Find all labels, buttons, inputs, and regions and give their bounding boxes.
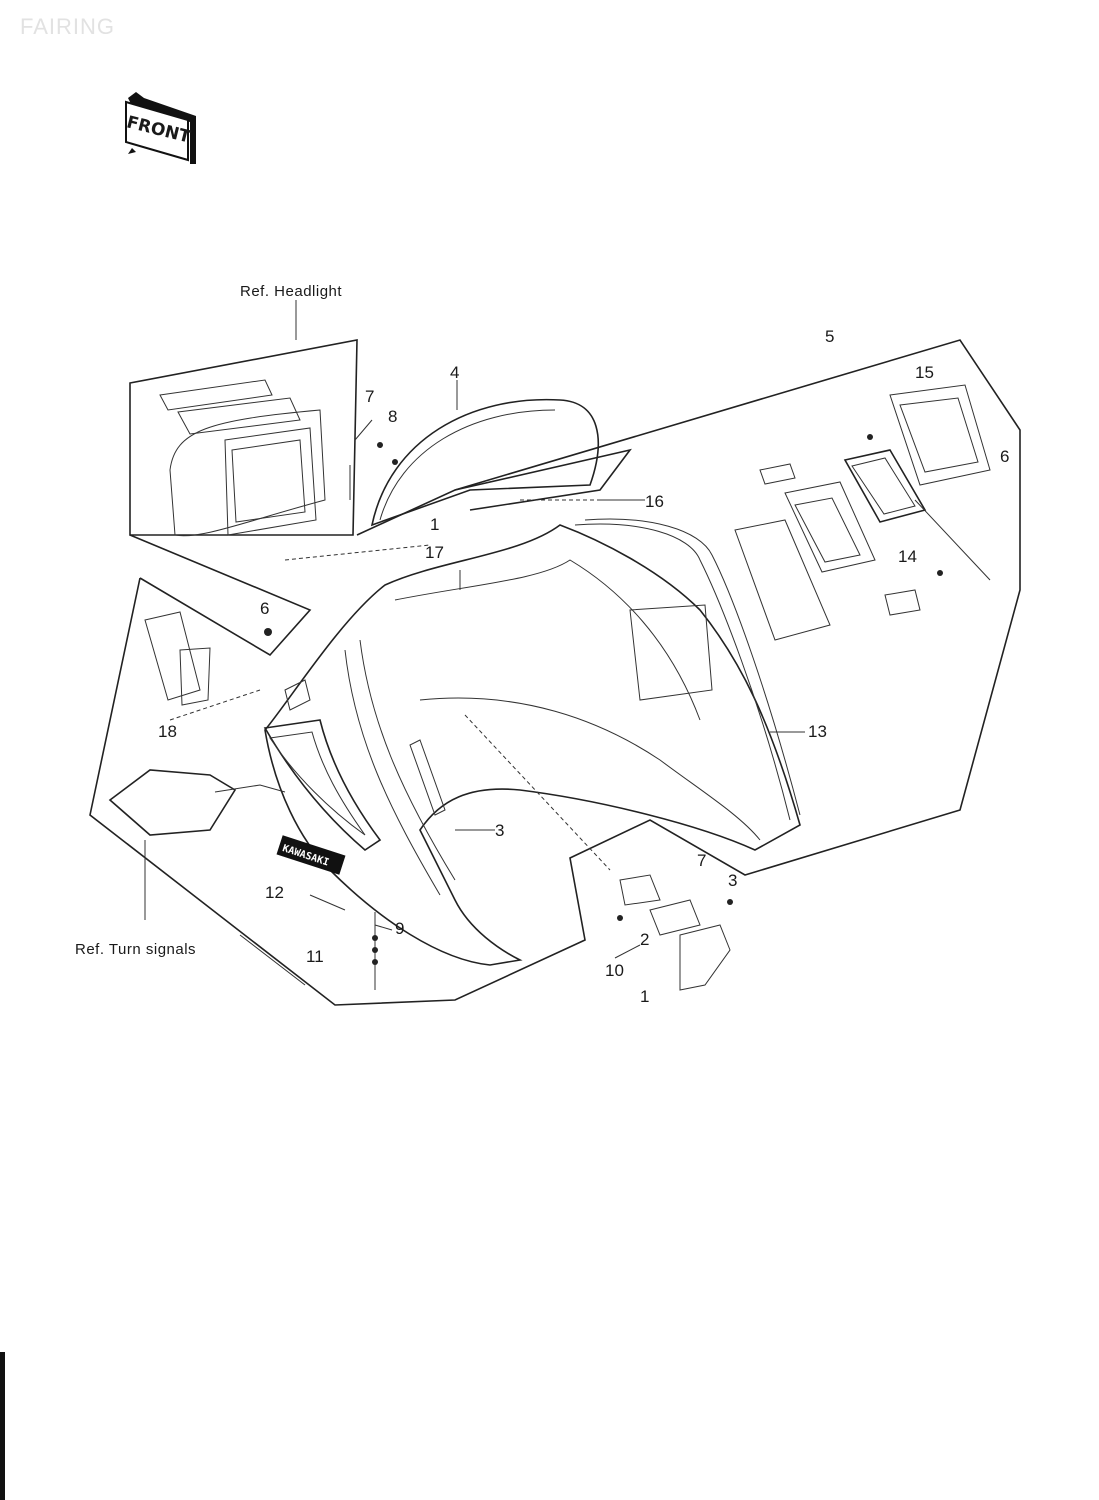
headlight-ref-panel	[129, 339, 358, 657]
callout-18: 18	[158, 722, 177, 741]
headlight-ref-label: Ref. Headlight	[240, 283, 342, 300]
turn-signals-ref-label: Ref. Turn signals	[75, 941, 196, 958]
callout-8-top: 8	[388, 407, 397, 426]
callout-11: 11	[306, 947, 324, 966]
callout-6-left: 6	[260, 599, 269, 618]
callout-9: 9	[395, 919, 404, 938]
callout-4: 4	[450, 363, 459, 382]
callout-7-bottom: 7	[697, 851, 706, 870]
callout-1-top: 1	[430, 515, 439, 534]
callout-16: 16	[645, 492, 664, 511]
callout-14: 14	[898, 547, 917, 566]
callout-10: 10	[605, 961, 624, 980]
fairing-body-part	[263, 518, 801, 966]
turn-signal-ref-part	[108, 611, 311, 836]
callout-1-bottom: 1	[640, 987, 649, 1006]
callout-17: 17	[425, 543, 444, 562]
meter-panel-parts	[734, 384, 991, 641]
callout-3-bottom: 3	[728, 871, 737, 890]
front-direction-icon: FRONT	[118, 90, 208, 170]
scan-margin-bar	[0, 1352, 5, 1500]
callout-13: 13	[808, 722, 827, 741]
inner-panel-outline	[89, 339, 1021, 1006]
fastener-parts	[264, 434, 943, 965]
callout-7-top: 7	[365, 387, 374, 406]
callout-2: 2	[640, 930, 649, 949]
callout-15: 15	[915, 363, 934, 382]
page-title: FAIRING	[20, 14, 116, 39]
callout-6-right: 6	[1000, 447, 1009, 466]
callout-5: 5	[825, 327, 834, 346]
mounting-bracket-part	[619, 874, 731, 991]
callout-3-mid: 3	[495, 821, 504, 840]
brand-badge: KAWASAKI	[276, 835, 346, 875]
callout-12: 12	[265, 883, 284, 902]
leader-lines	[144, 300, 991, 990]
windshield-part	[370, 398, 600, 527]
